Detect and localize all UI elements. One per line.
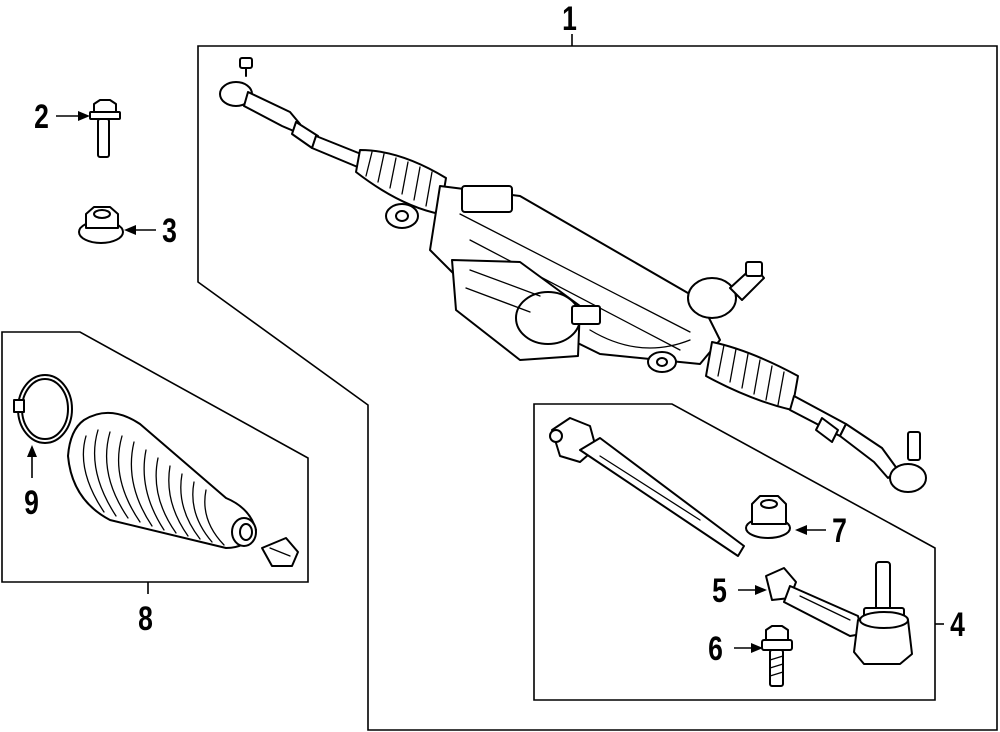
bolt-part (89, 99, 121, 158)
clamp-ring-part (13, 374, 73, 444)
inner-tie-rod-part (549, 417, 745, 557)
arrow-3 (124, 225, 156, 235)
callout-1: 1 (562, 0, 577, 38)
callout-6: 6 (708, 630, 723, 668)
arrow-2 (56, 111, 90, 121)
callout-4: 4 (950, 606, 965, 644)
tie-rod-bolt-part (761, 625, 793, 687)
callout-5: 5 (712, 572, 727, 610)
arrow-9 (27, 445, 37, 478)
steering-boot-part (67, 412, 299, 567)
arrow-7 (795, 525, 826, 535)
callout-2: 2 (34, 98, 49, 136)
callout-7: 7 (832, 512, 847, 550)
callout-9: 9 (24, 484, 39, 522)
callout-3: 3 (162, 212, 177, 250)
assembly-1-frame (197, 45, 998, 731)
arrow-5 (738, 585, 767, 595)
boot-kit-8-frame (1, 331, 309, 583)
callout-8: 8 (138, 600, 153, 638)
boot-ribs (82, 429, 225, 546)
tie-rod-nut-part (745, 495, 791, 539)
outer-tie-rod-end-part (765, 561, 913, 665)
flange-nut-part (78, 206, 124, 244)
steering-gear-part (219, 57, 927, 493)
arrow-6 (734, 643, 763, 653)
